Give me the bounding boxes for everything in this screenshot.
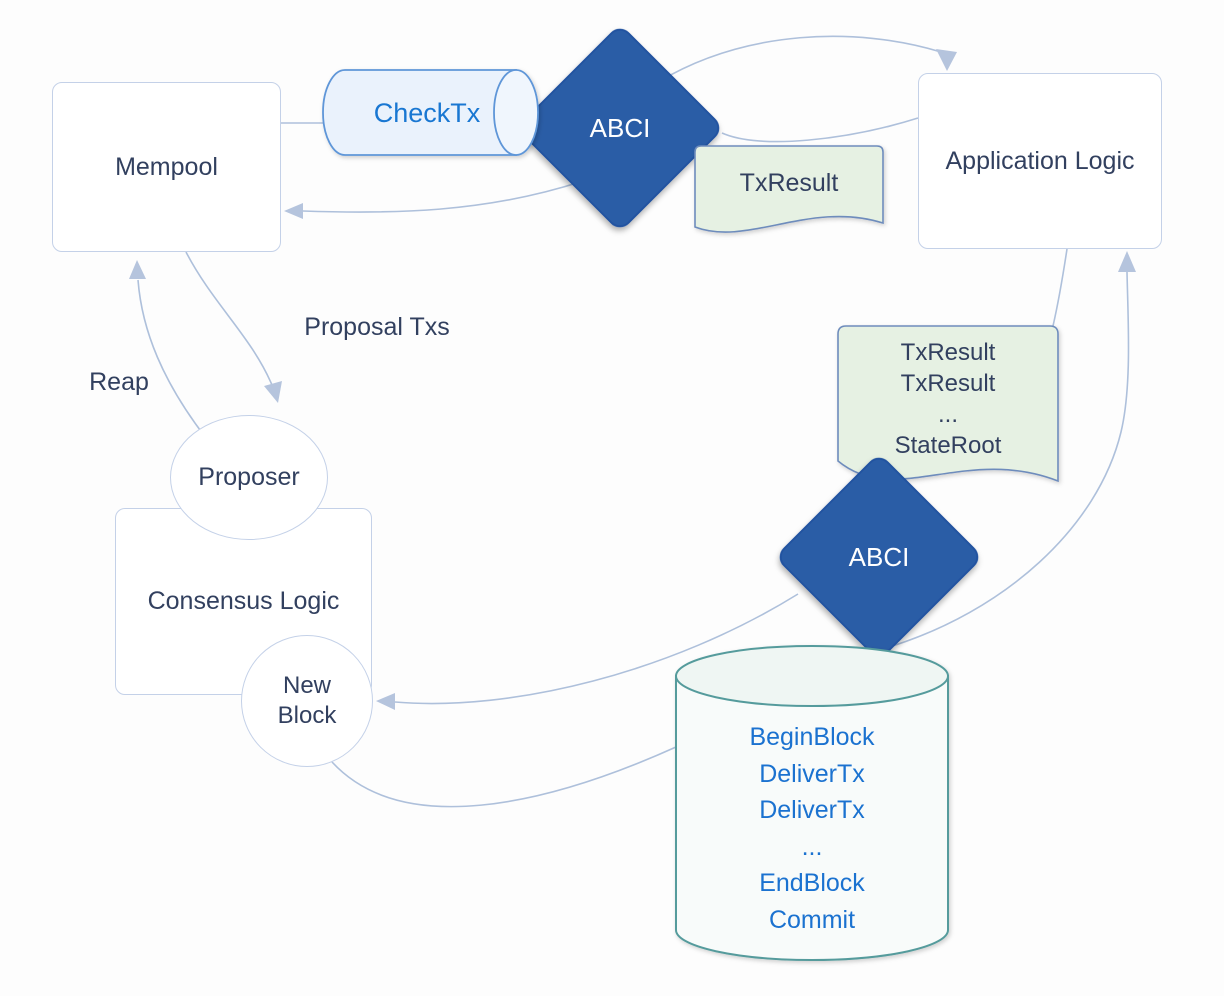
arrowhead-into-mempool-bottom [129,260,146,279]
arrowhead-into-applogic-bottom [1118,251,1136,272]
edge-reap-proposer-to-mempool [137,279,207,439]
edge-abci2-to-newblock [394,593,799,705]
cyl-line-1: BeginBlock [749,723,875,751]
consensus-logic-label: Consensus Logic [147,587,340,615]
arrowhead-into-mempool [284,203,303,219]
txresult-stateroot-document [837,325,1059,483]
arrowhead-into-proposer [264,381,282,403]
txresult-doc-lines: TxResult TxResult ... StateRoot [848,337,1048,461]
proposal-txs-label: Proposal Txs [304,313,450,341]
edge-cylinder-to-applogic [885,271,1130,649]
edge-abci1-to-applogic-return [721,117,919,143]
doc-line-3: ... [937,401,958,428]
doc-line-2: TxResult [900,370,996,397]
edge-newblock-to-cylinder [331,746,677,808]
mempool-box: Mempool [52,82,281,252]
cyl-line-6: Commit [768,905,856,934]
edge-abci1-to-mempool [302,180,584,213]
cyl-line-5: EndBlock [759,869,865,897]
application-logic-box: Application Logic [918,73,1162,249]
block-cylinder-body [675,675,949,961]
application-logic-label: Application Logic [945,146,1135,175]
new-block-label: New Block [277,672,337,729]
block-cylinder-top [675,645,949,707]
reap-label: Reap [89,368,149,396]
proposer-label: Proposer [198,463,300,491]
block-cylinder-lines: BeginBlock DeliverTx DeliverTx ... EndBl… [692,719,932,938]
doc-line-4: StateRoot [894,432,1002,459]
cyl-line-4: ... [801,832,823,861]
doc-line-1: TxResult [900,339,996,366]
mempool-label: Mempool [115,152,218,181]
arrowhead-into-newblock [376,693,395,710]
proposer-ellipse: Proposer [170,415,328,540]
abci-diamond-2 [779,457,979,657]
cyl-line-3: DeliverTx [759,796,865,824]
checktx-cylinder-body [322,69,517,156]
new-block-circle: New Block [241,635,373,767]
cyl-line-2: DeliverTx [759,759,865,788]
abci2-label: ABCI [848,542,910,572]
abci1-label: ABCI [589,113,651,143]
abci-diamond-1 [520,28,720,228]
checktx-label: CheckTx [373,98,481,128]
checktx-cylinder-cap [493,69,539,156]
txresult-document-1 [694,145,884,233]
edge-applogic-to-txresultdoc [1052,248,1068,327]
edge-proposaltxs-mempool-to-proposer [185,251,273,386]
edge-abci1-to-applogic [657,35,942,83]
txresult1-label: TxResult [739,169,839,197]
arrowhead-into-applogic-top [936,49,957,71]
